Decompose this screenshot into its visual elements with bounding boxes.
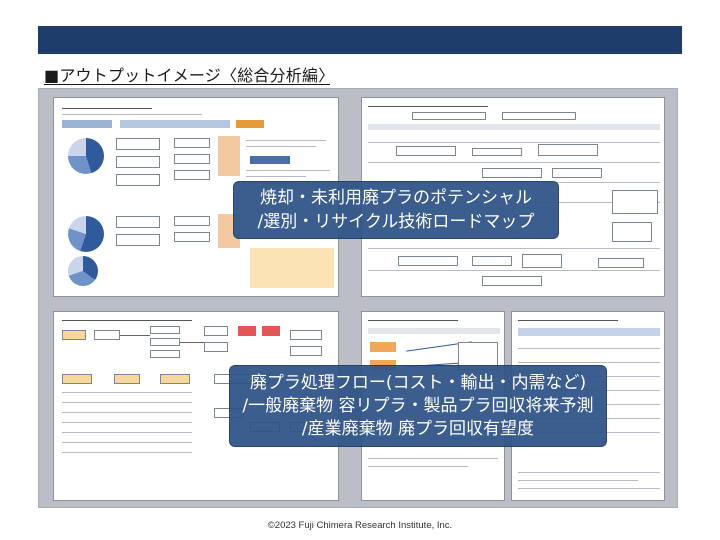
page-title: ■アウトプットイメージ〈総合分析編〉 <box>44 66 335 85</box>
title-underline <box>44 84 330 85</box>
banner-line: /一般廃棄物 容リプラ・製品プラ回収将来予測 <box>242 396 594 416</box>
banner-line: /選別・リサイクル技術ロードマップ <box>257 212 535 232</box>
banner-line: /産業廃棄物 廃プラ回収有望度 <box>301 419 535 439</box>
banner-line: 焼却・未利用廃プラのポテンシャル <box>260 188 532 208</box>
overlay-banner-flow: 廃プラ処理フロー(コスト・輸出・内需など) /一般廃棄物 容リプラ・製品プラ回収… <box>229 365 607 447</box>
pie-chart-graphic <box>68 256 98 286</box>
pie-chart-graphic <box>68 138 104 174</box>
overlay-banner-potential: 焼却・未利用廃プラのポテンシャル /選別・リサイクル技術ロードマップ <box>233 181 559 239</box>
copyright-footer: ©2023 Fuji Chimera Research Institute, I… <box>267 520 453 531</box>
header-bar <box>38 26 682 54</box>
banner-line: 廃プラ処理フロー(コスト・輸出・内需など) <box>249 373 587 393</box>
pie-chart-graphic <box>68 216 104 252</box>
preview-frame: 焼却・未利用廃プラのポテンシャル /選別・リサイクル技術ロードマップ 廃プラ処理… <box>38 88 678 508</box>
